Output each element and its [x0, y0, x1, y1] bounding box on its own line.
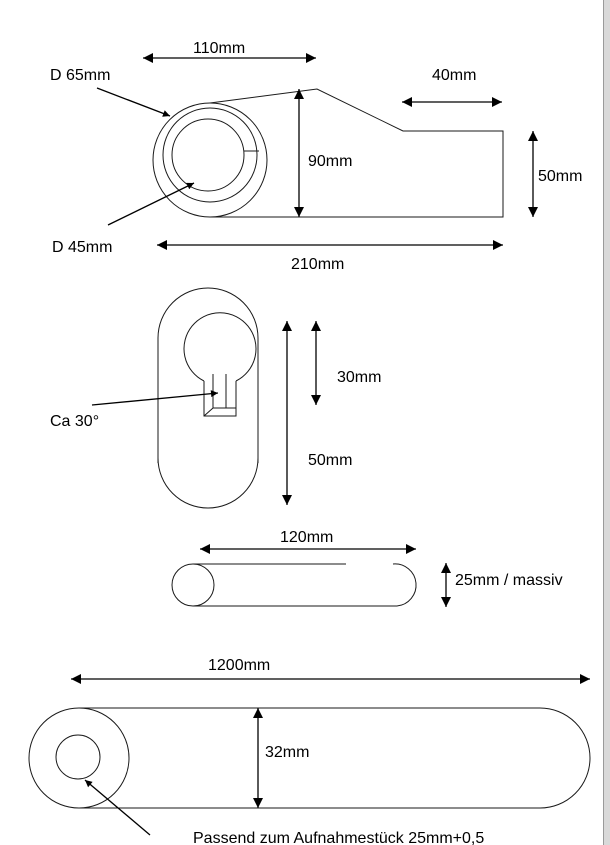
part1-inner-diameter-label: D 45mm: [52, 239, 112, 256]
part2-top-arc: [157, 287, 259, 339]
part3-dim-25-label: 25mm / massiv: [455, 572, 563, 589]
part2-slot-inner: [203, 374, 236, 417]
part3-dim-120-label: 120mm: [280, 529, 333, 546]
part4-outer-circle: [28, 707, 130, 809]
part1-arm-outline: [209, 88, 504, 218]
part2-angle-label: Ca 30°: [50, 413, 99, 430]
part4-dim-1200-label: 1200mm: [208, 657, 270, 674]
part4-inner-circle: [55, 734, 101, 780]
part1-arm-view: 110mm 90mm 40mm 50mm D 65mm D 45mm 210mm: [50, 40, 582, 273]
part1-dim-50-label: 50mm: [538, 168, 582, 185]
part2-angle-leader: [91, 390, 219, 406]
part2-ring: [183, 312, 257, 382]
part1-inner-circle: [171, 118, 245, 192]
part1-inner-diameter-leader: [107, 182, 195, 226]
part1-dim-40-label: 40mm: [432, 67, 476, 84]
part1-dim-210-label: 210mm: [291, 256, 344, 273]
part1-outer-diameter-label: D 65mm: [50, 67, 110, 84]
part4-note-leader: [84, 779, 151, 836]
part1-outer-circle: [152, 102, 268, 218]
part3-end-circle: [171, 563, 215, 607]
part2-holder-view: 50mm 30mm Ca 30°: [50, 287, 381, 509]
part4-end-arc: [539, 707, 591, 809]
part4-tube-view: 1200mm 32mm Passend zum Aufnahmestück 25…: [28, 657, 591, 845]
window-edge-strip: [603, 0, 610, 845]
part3-pin-view: 120mm 25mm / massiv: [171, 529, 563, 607]
part2-dim-50-label: 50mm: [308, 452, 352, 469]
part1-dim-90-label: 90mm: [308, 153, 352, 170]
part2-bottom-arc: [157, 457, 259, 509]
part2-dim-30-label: 30mm: [337, 369, 381, 386]
part4-note-label: Passend zum Aufnahmestück 25mm+0,5: [193, 830, 484, 845]
part1-outer-diameter-leader: [96, 87, 171, 117]
part1-middle-circle: [162, 107, 258, 203]
part3-end-arc: [392, 563, 417, 607]
part2-slot: [203, 381, 237, 417]
part1-dim-110-label: 110mm: [193, 40, 245, 57]
part4-dim-32-label: 32mm: [265, 744, 309, 761]
